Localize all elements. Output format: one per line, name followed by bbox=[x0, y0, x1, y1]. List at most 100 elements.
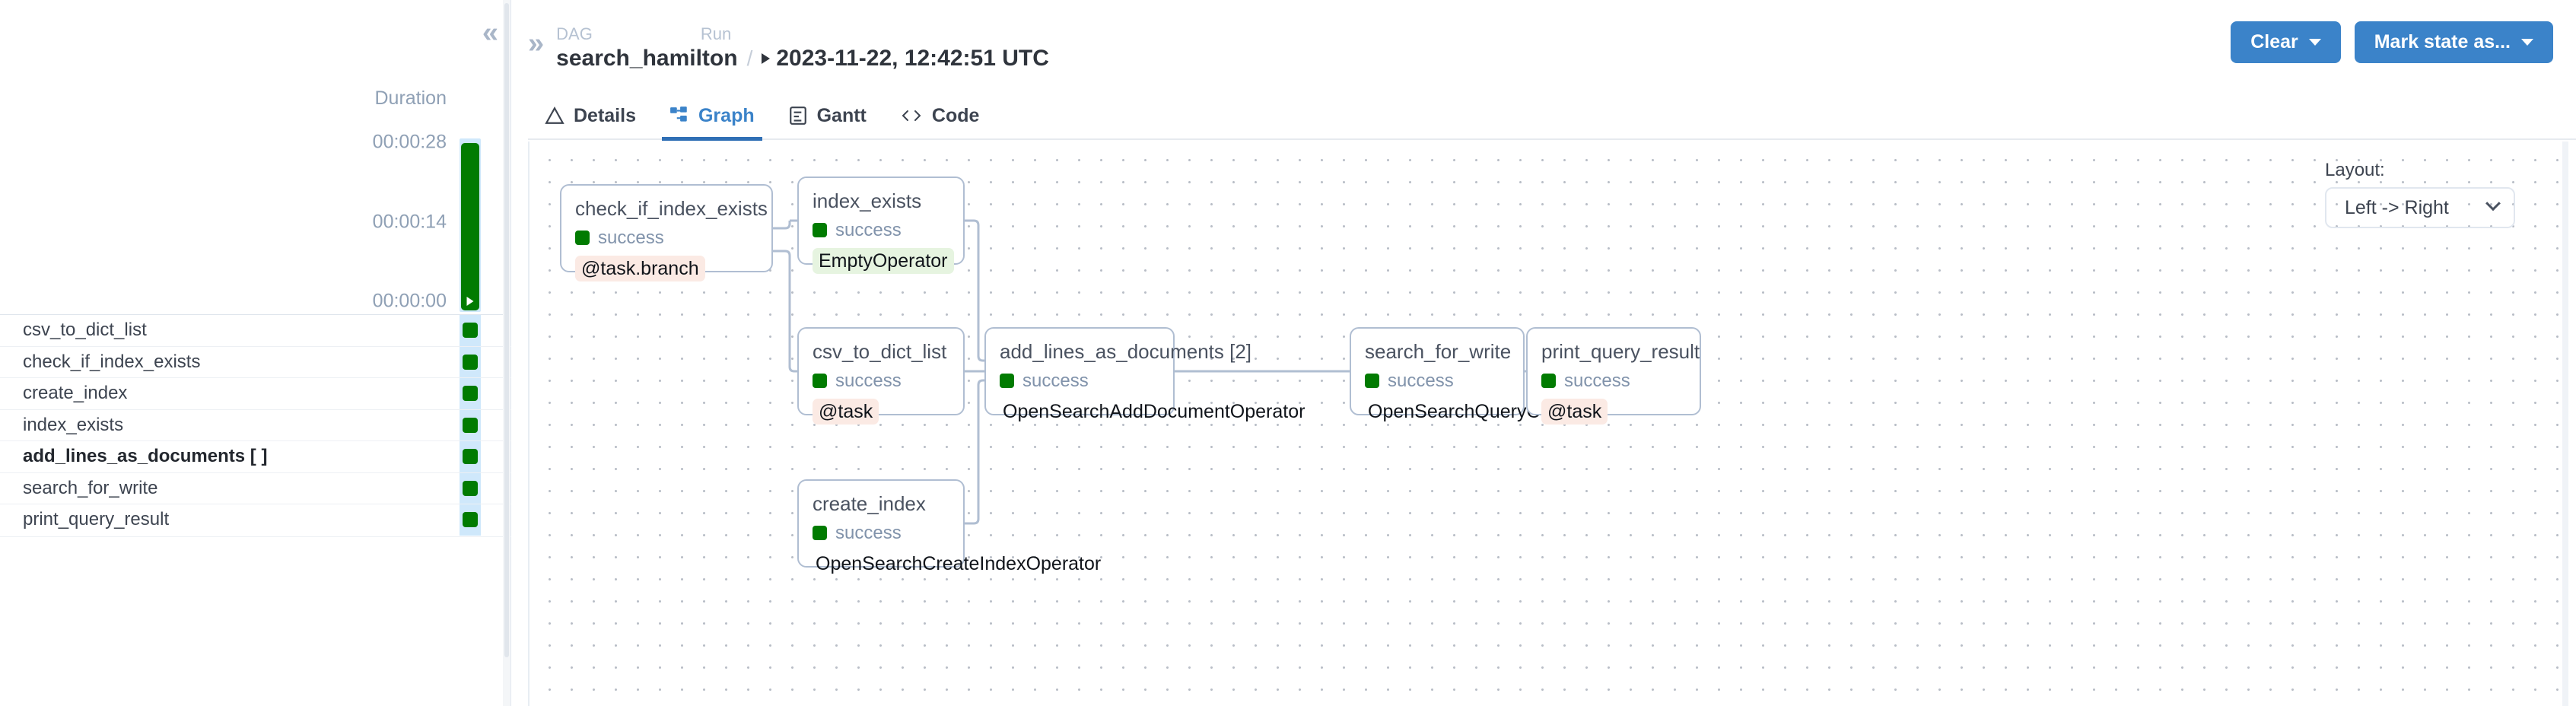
graph-node-title: search_for_write bbox=[1365, 340, 1512, 363]
layout-control: Layout: Left -> Right bbox=[2325, 160, 2515, 228]
mark-state-button[interactable]: Mark state as... bbox=[2354, 21, 2553, 63]
graph-node-status-label: success bbox=[835, 219, 902, 240]
task-row[interactable]: add_lines_as_documents [ ] bbox=[0, 440, 511, 472]
breadcrumb-separator: / bbox=[746, 46, 753, 70]
dag-run-bar-fill bbox=[461, 143, 479, 310]
tab-gantt[interactable]: Gantt bbox=[771, 92, 883, 139]
graph-node-operator: @task bbox=[1541, 398, 1608, 425]
graph-node-title: create_index bbox=[813, 492, 926, 515]
task-row[interactable]: search_for_write bbox=[0, 472, 511, 504]
breadcrumb-run-caption: Run bbox=[700, 24, 732, 43]
dag-run-tabs: Details Graph bbox=[528, 92, 2576, 141]
graph-node-status: success bbox=[575, 227, 758, 249]
graph-scrollbar[interactable] bbox=[2562, 142, 2568, 706]
code-brackets-icon bbox=[900, 106, 923, 126]
tab-code[interactable]: Code bbox=[883, 92, 997, 139]
task-row-label: add_lines_as_documents [ ] bbox=[23, 446, 268, 467]
task-row[interactable]: csv_to_dict_list bbox=[0, 314, 511, 346]
task-row[interactable]: index_exists bbox=[0, 409, 511, 440]
chevron-down-icon bbox=[2485, 196, 2501, 211]
layout-select-value: Left -> Right bbox=[2345, 196, 2449, 218]
status-badge bbox=[575, 231, 590, 246]
graph-node-status-label: success bbox=[598, 227, 664, 248]
clear-button[interactable]: Clear bbox=[2231, 21, 2341, 63]
sidebar-divider bbox=[0, 536, 511, 537]
layout-label: Layout: bbox=[2325, 160, 2385, 180]
grid-sidebar: « Duration 00:00:28 00:00:14 00:00:00 cs… bbox=[0, 0, 511, 706]
sidebar-scrollbar[interactable] bbox=[503, 0, 510, 706]
task-instance-status-cell[interactable] bbox=[460, 378, 481, 409]
task-instance-status-cell[interactable] bbox=[460, 504, 481, 536]
chevron-double-right-icon[interactable]: » bbox=[528, 27, 544, 59]
status-badge bbox=[463, 512, 478, 528]
chevron-double-left-icon[interactable]: « bbox=[482, 17, 498, 49]
breadcrumb: DAG Run search_hamilton / 2023-11-22, 12… bbox=[556, 24, 1049, 72]
status-badge bbox=[463, 449, 478, 465]
task-row[interactable]: create_index bbox=[0, 377, 511, 409]
status-badge bbox=[813, 374, 827, 389]
chevron-down-icon bbox=[2308, 39, 2321, 46]
graph-node-operator: EmptyOperator bbox=[813, 247, 954, 274]
status-badge bbox=[813, 526, 827, 541]
task-row[interactable]: print_query_result bbox=[0, 504, 511, 536]
task-row-label: index_exists bbox=[23, 414, 124, 435]
tab-graph[interactable]: Graph bbox=[653, 92, 771, 141]
task-instance-status-cell[interactable] bbox=[460, 315, 481, 346]
task-row-label: create_index bbox=[23, 383, 128, 404]
task-row-label: check_if_index_exists bbox=[23, 351, 201, 372]
status-badge bbox=[1000, 374, 1014, 389]
layout-select[interactable]: Left -> Right bbox=[2325, 187, 2515, 228]
triangle-alert-icon bbox=[545, 106, 564, 126]
task-instance-status-cell[interactable] bbox=[460, 346, 481, 377]
task-instance-status-cell[interactable] bbox=[460, 441, 481, 472]
graph-node-title: check_if_index_exists bbox=[575, 197, 768, 220]
breadcrumb-dag-name[interactable]: search_hamilton bbox=[556, 46, 738, 71]
header-action-buttons: Clear Mark state as... bbox=[2231, 21, 2553, 63]
graph-node-status: success bbox=[1365, 370, 1509, 392]
graph-node-operator: OpenSearchCreateIndexOperator bbox=[816, 552, 1102, 574]
sidebar-collapse-control[interactable]: « bbox=[482, 17, 498, 49]
graph-node-operator: OpenSearchAddDocumentOperator bbox=[1003, 400, 1305, 422]
graph-nodes-icon bbox=[669, 106, 689, 126]
graph-node-status-label: success bbox=[1564, 370, 1630, 391]
task-instance-status-cell[interactable] bbox=[460, 472, 481, 504]
run-play-triangle-icon bbox=[762, 53, 771, 64]
sidebar-scrollbar-thumb[interactable] bbox=[504, 3, 509, 657]
gantt-chart-icon bbox=[788, 106, 808, 126]
status-badge bbox=[1365, 374, 1379, 389]
task-row[interactable]: check_if_index_exists bbox=[0, 345, 511, 377]
status-badge bbox=[813, 223, 827, 238]
task-instance-status-cell[interactable] bbox=[460, 409, 481, 440]
mark-state-button-label: Mark state as... bbox=[2374, 31, 2511, 52]
status-badge bbox=[463, 480, 478, 496]
task-row-label: print_query_result bbox=[23, 509, 170, 530]
status-badge bbox=[463, 354, 478, 370]
task-row-label: search_for_write bbox=[23, 477, 158, 498]
graph-node-title: csv_to_dict_list bbox=[813, 340, 947, 363]
dag-run-header: » DAG Run search_hamilton / 2023-11-22, … bbox=[511, 0, 2576, 107]
tab-graph-label: Graph bbox=[698, 104, 755, 126]
duration-tick-2: 00:00:00 bbox=[372, 290, 447, 312]
tab-details[interactable]: Details bbox=[528, 92, 653, 139]
graph-node-status: success bbox=[1541, 370, 1686, 392]
duration-tick-0: 00:00:28 bbox=[372, 131, 447, 153]
graph-node-status: success bbox=[1000, 370, 1159, 392]
main-content: » DAG Run search_hamilton / 2023-11-22, … bbox=[511, 0, 2576, 706]
graph-node-status: success bbox=[813, 523, 949, 544]
breadcrumb-run-name[interactable]: 2023-11-22, 12:42:51 UTC bbox=[776, 46, 1049, 71]
task-row-label: csv_to_dict_list bbox=[23, 320, 147, 341]
graph-node-title: index_exists bbox=[813, 189, 922, 212]
dag-run-duration-bar[interactable] bbox=[460, 138, 481, 312]
graph-node-status-label: success bbox=[1388, 370, 1454, 391]
tab-code-label: Code bbox=[931, 104, 980, 126]
